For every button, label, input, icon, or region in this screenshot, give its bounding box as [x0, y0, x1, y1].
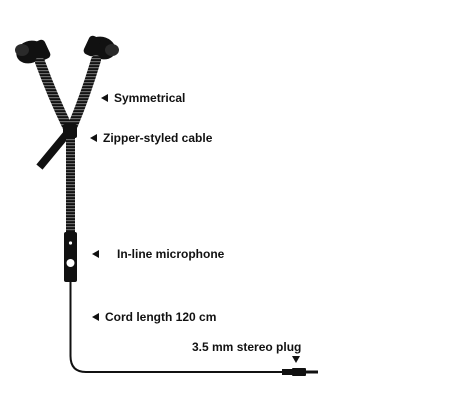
symmetrical-callout: Symmetrical [101, 91, 185, 105]
zipper-cable [66, 138, 75, 234]
microphone-callout: In-line microphone [92, 247, 224, 261]
stereo-plug [282, 368, 318, 376]
microphone-label: In-line microphone [117, 247, 225, 261]
left-zipper-branch [35, 57, 75, 137]
plug-callout: 3.5 mm stereo plug [192, 340, 301, 354]
zipper-cable-label: Zipper-styled cable [103, 131, 213, 145]
cord [69, 282, 284, 373]
pointer-arrow-icon [90, 134, 97, 142]
left-earbud [15, 39, 51, 64]
plug-label: 3.5 mm stereo plug [192, 340, 302, 354]
pointer-arrow-icon [92, 313, 99, 321]
inline-microphone [64, 232, 77, 282]
right-earbud [83, 35, 119, 60]
pointer-arrow-icon [101, 94, 108, 102]
zipper-pull [36, 124, 77, 170]
symmetrical-label: Symmetrical [114, 91, 186, 105]
cord-length-label: Cord length 120 cm [105, 310, 217, 324]
pointer-arrow-icon [92, 250, 99, 258]
pointer-down-arrow-icon [292, 356, 300, 363]
right-zipper-branch [65, 55, 101, 137]
cord-length-callout: Cord length 120 cm [92, 310, 216, 324]
zipper-cable-callout: Zipper-styled cable [90, 131, 212, 145]
